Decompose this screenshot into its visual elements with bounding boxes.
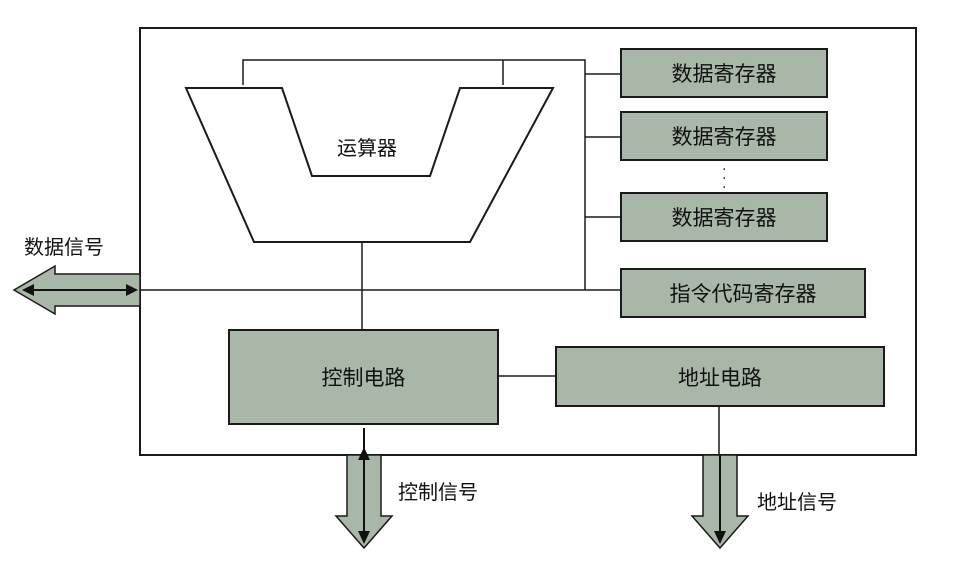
alu-top-bus: [242, 59, 586, 290]
address-signal-label: 地址信号: [757, 490, 837, 514]
alu-shape: [184, 87, 555, 243]
address-arrow-head-down: [714, 531, 726, 544]
register-ellipsis: · · ·: [722, 162, 727, 196]
cpu-frame: [139, 27, 917, 456]
control-circuit: 控制电路: [228, 329, 499, 425]
data-arrow-head-left: [22, 284, 34, 296]
control-arrow-head-up: [358, 447, 370, 460]
instruction-code-register: 指令代码寄存器: [620, 268, 866, 318]
control-signal-label: 控制信号: [398, 480, 478, 504]
data-register-1: 数据寄存器: [620, 48, 828, 98]
data-register-2: 数据寄存器: [620, 111, 828, 161]
address-circuit: 地址电路: [555, 346, 885, 407]
data-arrow-head-right: [126, 284, 138, 296]
data-register-3: 数据寄存器: [620, 192, 828, 242]
alu-label: 运算器: [337, 136, 397, 160]
control-arrow-head-down: [358, 531, 370, 544]
data-signal-label: 数据信号: [24, 235, 104, 259]
